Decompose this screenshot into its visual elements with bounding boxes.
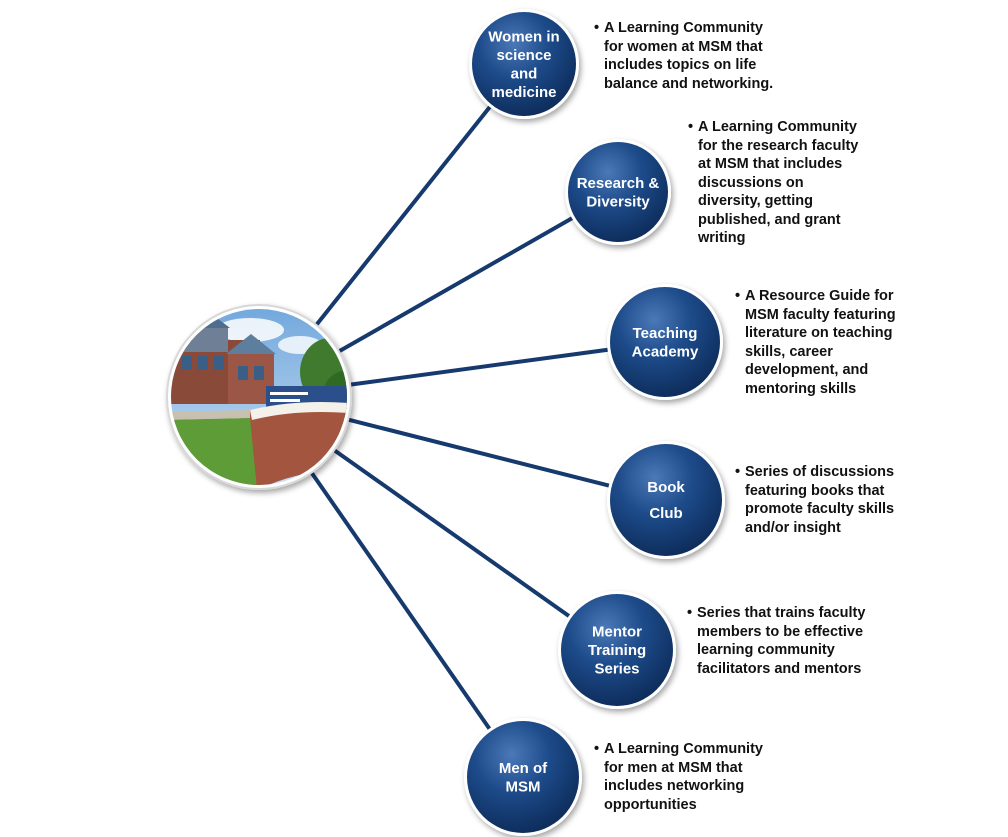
description-research-and-diversity: •A Learning Community for the research f…	[688, 118, 866, 248]
description-teaching-academy: •A Resource Guide for MSM faculty featur…	[735, 287, 925, 398]
hub-photo	[166, 304, 352, 490]
bullet-icon: •	[594, 20, 600, 36]
bullet-icon: •	[594, 741, 600, 757]
description-text: A Learning Community for men at MSM that…	[604, 741, 763, 813]
node-orb	[561, 594, 673, 706]
node-label-line: and	[511, 65, 538, 82]
node-orb	[472, 12, 576, 116]
bullet-icon: •	[735, 464, 741, 480]
node-research-and-diversity: Research &Diversity	[565, 139, 671, 245]
description-text: A Resource Guide for MSM faculty featuri…	[745, 288, 896, 397]
node-label: Research &Diversity	[577, 175, 660, 211]
node-label-line: Book	[647, 479, 685, 496]
bullet-icon: •	[687, 605, 693, 621]
node-label-line: Women in	[488, 28, 559, 45]
node-label-line: Teaching	[633, 325, 698, 342]
node-label-line: MSM	[506, 778, 541, 795]
description-text: A Learning Community for women at MSM th…	[604, 20, 774, 92]
node-orb	[568, 142, 668, 242]
node-orb	[467, 721, 579, 833]
node-label-line: Training	[588, 642, 646, 659]
node-label-line: Series	[594, 661, 639, 678]
node-label-line: Research &	[577, 175, 660, 192]
node-label-line: Club	[649, 505, 682, 522]
bullet-icon: •	[688, 119, 694, 135]
node-label-line: Mentor	[592, 624, 642, 641]
node-orb	[610, 444, 722, 556]
description-text: Series that trains faculty members to be…	[697, 605, 866, 677]
bullet-icon: •	[735, 288, 741, 304]
campus-building-photo	[171, 309, 347, 485]
description-text: A Learning Community for the research fa…	[698, 119, 859, 246]
description-book-club: •Series of discussions featuring books t…	[735, 463, 915, 537]
node-label-line: Diversity	[586, 193, 650, 210]
node-label-line: Academy	[632, 343, 699, 360]
node-orb	[610, 287, 720, 397]
description-text: Series of discussions featuring books th…	[745, 464, 895, 536]
description-mentor-training-series: •Series that trains faculty members to b…	[687, 604, 877, 678]
description-men-of-msm: •A Learning Community for men at MSM tha…	[594, 740, 784, 814]
node-label-line: medicine	[491, 84, 556, 101]
description-women-in-science-and-medicine: •A Learning Community for women at MSM t…	[594, 19, 784, 93]
node-label-line: Men of	[499, 760, 548, 777]
node-label-line: science	[496, 47, 551, 64]
